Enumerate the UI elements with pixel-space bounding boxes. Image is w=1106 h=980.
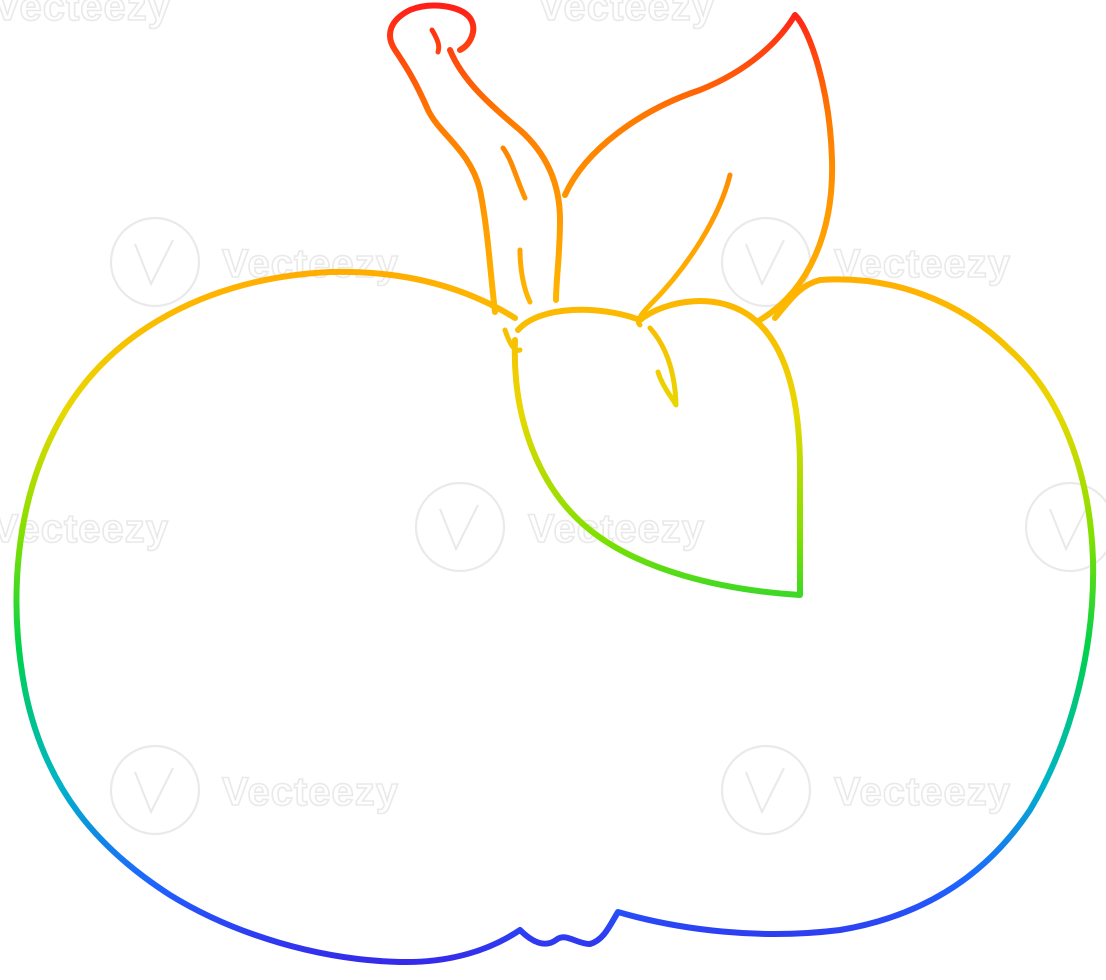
watermark-text: Vecteezy — [222, 242, 399, 286]
stem-inner-line — [517, 247, 533, 305]
watermark-text: Vecteezy — [222, 770, 399, 814]
front-leaf-fold — [647, 325, 679, 408]
watermark-mark — [109, 744, 201, 836]
watermark-mark — [720, 744, 812, 836]
back-leaf-outline — [562, 12, 836, 323]
watermark-mark — [109, 216, 201, 308]
stem-left-edge — [387, 2, 498, 315]
watermark-text: Vecteezy — [538, 0, 715, 29]
apple-drawing — [13, 2, 1097, 966]
watermark-text: Vecteezy — [0, 0, 171, 29]
stem-right-edge — [447, 47, 563, 303]
watermark-mark — [414, 481, 506, 573]
stem-inner-line — [500, 145, 528, 201]
apple-body-outline — [13, 268, 1097, 966]
stem-inner-line — [429, 27, 442, 55]
watermark-mark — [1024, 481, 1106, 573]
watermark-text: Vecteezy — [528, 507, 705, 551]
watermark-text: Vecteezy — [834, 770, 1011, 814]
front-leaf-outline — [511, 298, 804, 598]
watermark-layer: Vecteezy Vecteezy Vecteezy Vecteezy Vect… — [0, 0, 1106, 836]
